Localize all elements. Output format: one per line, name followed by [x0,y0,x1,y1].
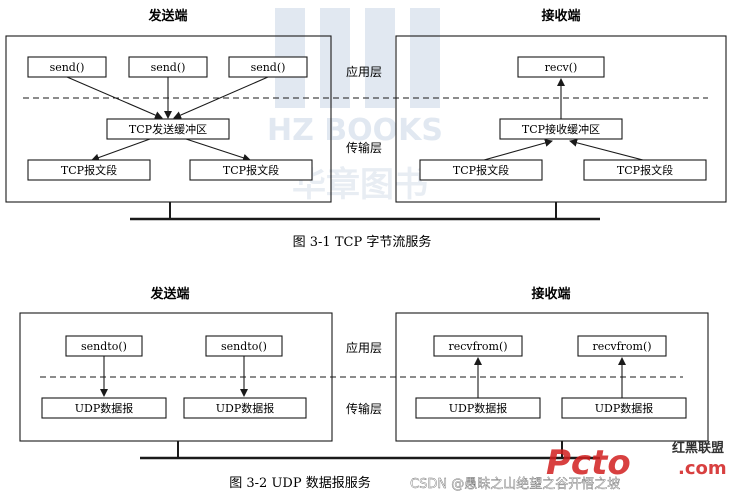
csdn-watermark: CSDN @愚昧之山绝望之谷开悟之坡 [410,476,620,492]
fig2-send-datagram-box-2 [183,397,307,419]
fig2-recv-datagram-label-2: UDP数据报 [595,401,654,415]
fig1-transport-layer-label: 传输层 [346,140,382,155]
fig1-app-layer-label: 应用层 [346,64,382,79]
fig2-sendto-box-1 [65,335,143,357]
fig2-recv-datagram-label-1: UDP数据报 [449,401,508,415]
fig2-recvfrom-box-2 [577,335,667,357]
fig2-transport-layer-label: 传输层 [346,401,382,416]
fig1-send-segment-label-1: TCP报文段 [61,163,117,177]
fig2-send-datagram-label-1: UDP数据报 [75,401,134,415]
fig1-arrow-recvseg2 [569,138,644,161]
fig2-recv-datagram-box-2 [561,397,687,419]
fig2-receiver-title: 接收端 [531,286,570,302]
fig1-send-label-2: send() [151,61,186,74]
fig2-recvfrom-label-1: recvfrom() [448,340,507,353]
fig1-send-buffer-box [106,118,230,140]
watermark-hzbooks-text: HZ BOOKS [267,113,443,148]
fig1-send-segment-box-1 [27,159,151,181]
figure-udp: 发送端 接收端 应用层 传输层 sendto() sendto() UDP数据报… [19,286,709,491]
fig2-recvfrom-label-2: recvfrom() [592,340,651,353]
fig1-send-box-1 [27,56,107,78]
fig1-receiver-panel [395,35,727,203]
fig1-sender-title: 发送端 [147,8,187,24]
fig1-recv-label: recv() [545,61,578,74]
watermark-cn-text: 华章图书 [292,165,428,205]
fig2-app-layer-label: 应用层 [346,340,382,355]
fig1-recv-segment-label-2: TCP报文段 [617,163,673,177]
fig1-send-segment-label-2: TCP报文段 [223,163,279,177]
fig1-arrow-send3 [173,76,269,119]
fig1-recv-buffer-box [499,118,623,140]
fig1-recv-buffer-label: TCP接收缓冲区 [522,122,600,136]
fig2-caption: 图 3-2 UDP 数据报服务 [229,475,370,491]
figure-tcp: 发送端 接收端 应用层 传输层 send() send() send() TCP… [5,8,727,250]
fig2-recvfrom-box-1 [433,335,523,357]
logo-cn-text: 红黑联盟 [672,440,724,456]
fig1-recv-segment-box-1 [419,159,543,181]
logo-com-text: .com [678,458,727,479]
fig1-caption: 图 3-1 TCP 字节流服务 [293,234,432,250]
fig1-send-label-3: send() [251,61,286,74]
fig1-arrow-send1 [66,76,163,119]
logo-pcto-text: Pcto [546,443,631,483]
fig2-sendto-label-2: sendto() [221,340,267,353]
hzbooks-watermark: HZ BOOKS 华章图书 [267,8,443,205]
fig1-send-box-3 [228,56,308,78]
fig1-sender-panel [5,35,332,203]
fig1-send-segment-box-2 [189,159,313,181]
fig1-send-label-1: send() [50,61,85,74]
fig1-arrow-seg1 [91,138,151,162]
fig1-send-box-2 [128,56,208,78]
fig2-recv-datagram-box-1 [415,397,541,419]
fig2-send-datagram-label-2: UDP数据报 [216,401,275,415]
fig2-sendto-box-2 [205,335,283,357]
fig2-send-datagram-box-1 [41,397,167,419]
fig1-arrow-recvseg1 [483,139,553,161]
fig1-recv-segment-box-2 [583,159,707,181]
fig1-arrow-seg2 [185,138,251,162]
fig1-recv-segment-label-1: TCP报文段 [453,163,509,177]
fig1-recv-box [517,56,605,78]
fig1-receiver-title: 接收端 [541,8,580,24]
fig2-sender-title: 发送端 [149,286,189,302]
fig2-sendto-label-1: sendto() [81,340,127,353]
logo-watermark: Pcto .com 红黑联盟 [546,440,727,483]
fig1-send-buffer-label: TCP发送缓冲区 [129,122,207,136]
